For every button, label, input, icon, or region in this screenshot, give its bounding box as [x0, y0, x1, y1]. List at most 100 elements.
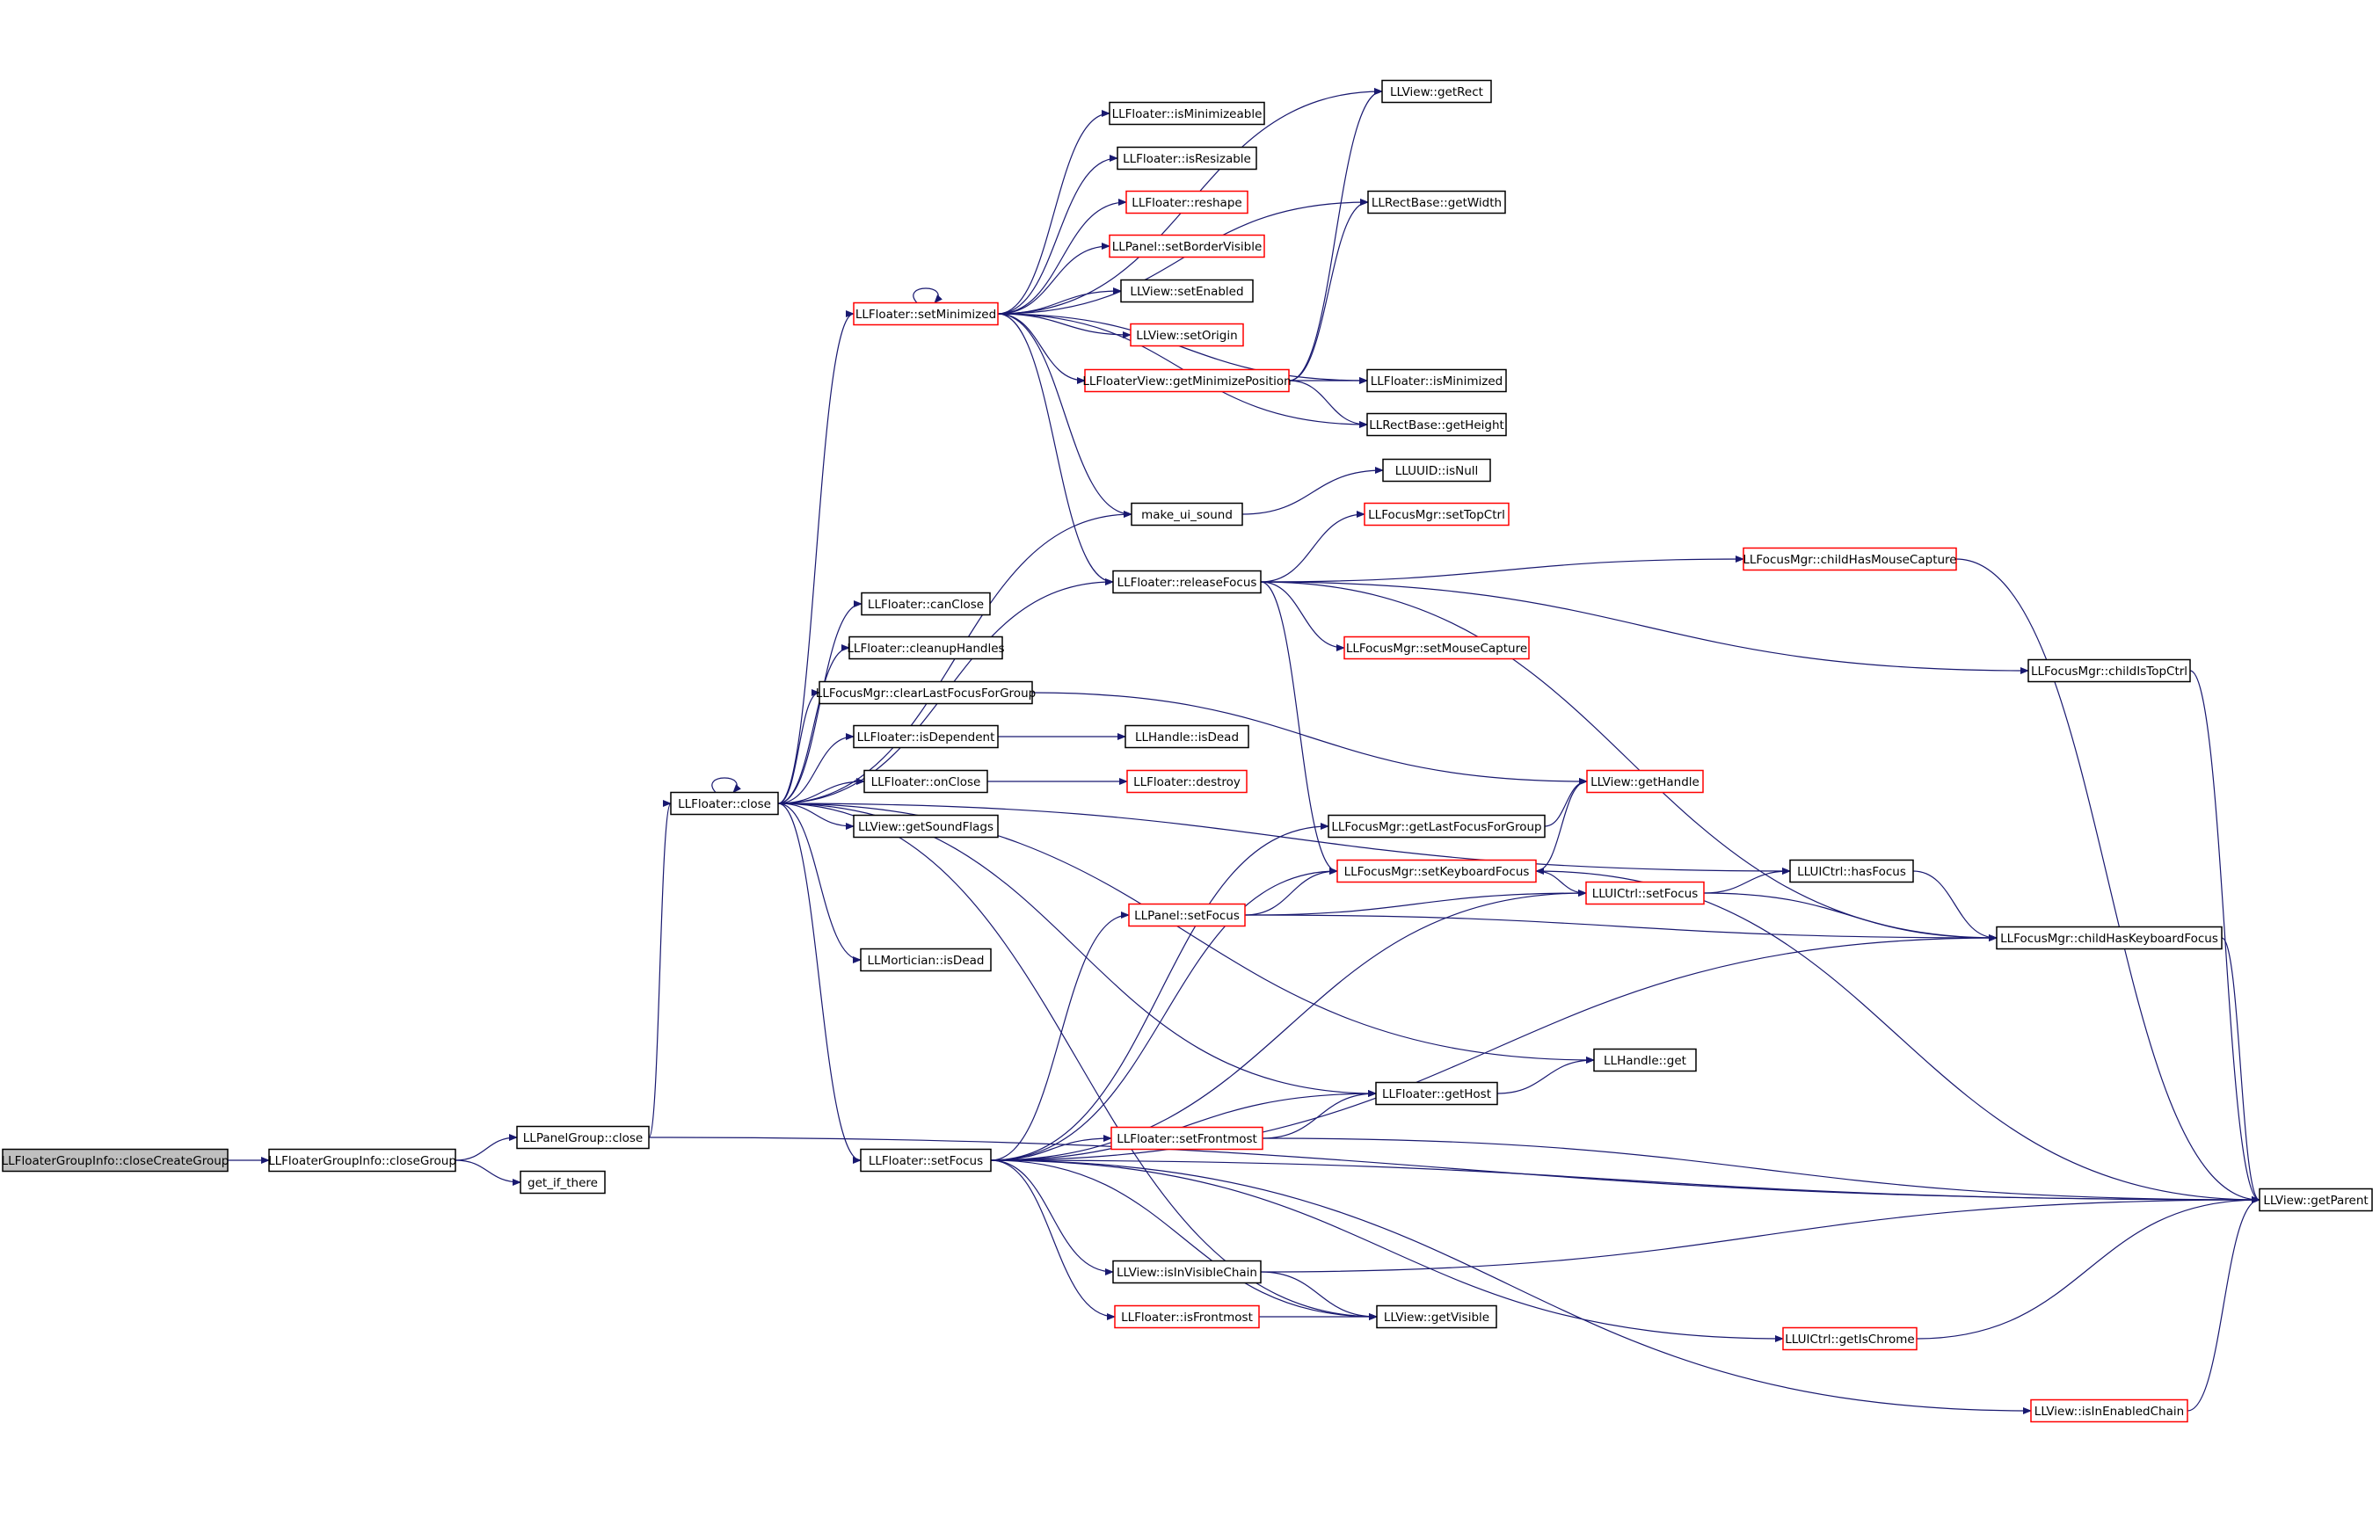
node-box[interactable]	[1112, 1260, 1262, 1284]
node-child-has-keyboard-focus[interactable]: LLFocusMgr::childHasKeyboardFocus	[1996, 926, 2223, 950]
node-box[interactable]	[520, 1170, 606, 1195]
node-child-has-mouse-capture[interactable]: LLFocusMgr::childHasMouseCapture	[1743, 547, 1957, 571]
node-cleanup-handles[interactable]: LLFloater::cleanupHandles	[847, 636, 1005, 660]
node-make-ui-sound[interactable]: make_ui_sound	[1131, 502, 1243, 527]
node-box[interactable]	[1343, 636, 1530, 660]
node-get-is-chrome[interactable]: LLUICtrl::getIsChrome	[1782, 1326, 1918, 1351]
node-box[interactable]	[1996, 926, 2223, 950]
node-get-sound-flags[interactable]: LLView::getSoundFlags	[853, 814, 999, 839]
node-box[interactable]	[819, 680, 1033, 705]
node-box[interactable]	[1128, 903, 1246, 927]
node-box[interactable]	[853, 724, 999, 749]
node-box[interactable]	[1124, 724, 1249, 749]
node-set-origin[interactable]: LLView::setOrigin	[1130, 323, 1244, 347]
node-box[interactable]	[1126, 769, 1248, 794]
node-box[interactable]	[1376, 1304, 1497, 1329]
node-handle-get[interactable]: LLHandle::get	[1593, 1048, 1697, 1072]
node-get-host[interactable]: LLFloater::getHost	[1375, 1081, 1498, 1106]
node-box[interactable]	[863, 769, 988, 794]
node-box[interactable]	[1336, 859, 1537, 883]
node-box[interactable]	[1585, 881, 1705, 905]
node-box[interactable]	[1130, 323, 1244, 347]
node-is-in-visible-chain[interactable]: LLView::isInVisibleChain	[1112, 1260, 1262, 1284]
node-destroy[interactable]: LLFloater::destroy	[1126, 769, 1248, 794]
node-box[interactable]	[1743, 547, 1957, 571]
node-box[interactable]	[1110, 1126, 1263, 1151]
node-is-resizable[interactable]: LLFloater::isResizable	[1117, 146, 1257, 171]
node-set-mouse-capture[interactable]: LLFocusMgr::setMouseCapture	[1343, 636, 1530, 660]
node-box[interactable]	[1382, 458, 1491, 483]
node-panel-set-focus[interactable]: LLPanel::setFocus	[1128, 903, 1246, 927]
node-box[interactable]	[1375, 1081, 1498, 1106]
node-box[interactable]	[1364, 502, 1510, 527]
node-box[interactable]	[268, 1148, 456, 1173]
node-box[interactable]	[1109, 101, 1265, 126]
node-set-border-visible[interactable]: LLPanel::setBorderVisible	[1109, 234, 1265, 258]
node-box[interactable]	[853, 814, 999, 839]
node-set-enabled[interactable]: LLView::setEnabled	[1120, 279, 1254, 303]
node-box[interactable]	[1366, 412, 1507, 437]
node-box[interactable]	[1367, 190, 1506, 214]
node-release-focus[interactable]: LLFloater::releaseFocus	[1112, 570, 1262, 594]
node-ui-ctrl-set-focus[interactable]: LLUICtrl::setFocus	[1585, 881, 1705, 905]
node-box[interactable]	[853, 301, 999, 326]
node-box[interactable]	[848, 636, 1003, 660]
node-on-close[interactable]: LLFloater::onClose	[863, 769, 988, 794]
node-close-create-group[interactable]: LLFloaterGroupInfo::closeCreateGroup	[2, 1148, 229, 1173]
node-set-frontmost[interactable]: LLFloater::setFrontmost	[1110, 1126, 1263, 1151]
node-get-visible[interactable]: LLView::getVisible	[1376, 1304, 1497, 1329]
node-box[interactable]	[2027, 658, 2191, 683]
node-is-minimizeable[interactable]: LLFloater::isMinimizeable	[1109, 101, 1265, 126]
node-is-dependent[interactable]: LLFloater::isDependent	[853, 724, 999, 749]
node-box[interactable]	[1593, 1048, 1697, 1072]
node-box[interactable]	[2030, 1398, 2188, 1423]
node-floater-close[interactable]: LLFloater::close	[670, 791, 779, 816]
node-is-frontmost[interactable]: LLFloater::isFrontmost	[1114, 1304, 1260, 1329]
node-box[interactable]	[1131, 502, 1243, 527]
node-box[interactable]	[1366, 368, 1507, 393]
node-set-keyboard-focus[interactable]: LLFocusMgr::setKeyboardFocus	[1336, 859, 1537, 883]
node-get-handle[interactable]: LLView::getHandle	[1586, 769, 1704, 794]
node-is-null[interactable]: LLUUID::isNull	[1382, 458, 1491, 483]
node-box[interactable]	[1381, 79, 1492, 104]
node-box[interactable]	[1114, 1304, 1260, 1329]
node-box[interactable]	[516, 1125, 650, 1150]
node-box[interactable]	[2259, 1188, 2373, 1212]
node-box[interactable]	[1109, 234, 1265, 258]
node-box[interactable]	[1586, 769, 1704, 794]
node-box[interactable]	[860, 948, 992, 972]
node-box[interactable]	[1117, 146, 1257, 171]
node-handle-is-dead[interactable]: LLHandle::isDead	[1124, 724, 1249, 749]
node-get-height[interactable]: LLRectBase::getHeight	[1366, 412, 1507, 437]
node-box[interactable]	[1084, 368, 1290, 393]
node-has-focus[interactable]: LLUICtrl::hasFocus	[1789, 859, 1914, 883]
node-get-last-focus-for-group[interactable]: LLFocusMgr::getLastFocusForGroup	[1328, 814, 1546, 839]
node-box[interactable]	[1789, 859, 1914, 883]
node-box[interactable]	[2, 1148, 229, 1173]
node-box[interactable]	[670, 791, 779, 816]
node-floater-set-focus[interactable]: LLFloater::setFocus	[860, 1148, 992, 1173]
node-clear-last-focus[interactable]: LLFocusMgr::clearLastFocusForGroup	[816, 680, 1036, 705]
node-box[interactable]	[1120, 279, 1254, 303]
node-box[interactable]	[861, 592, 991, 616]
node-set-minimized[interactable]: LLFloater::setMinimized	[853, 301, 999, 326]
node-box[interactable]	[1112, 570, 1262, 594]
node-get-if-there[interactable]: get_if_there	[520, 1170, 606, 1195]
node-is-minimized[interactable]: LLFloater::isMinimized	[1366, 368, 1507, 393]
node-set-top-ctrl[interactable]: LLFocusMgr::setTopCtrl	[1364, 502, 1510, 527]
node-box[interactable]	[1782, 1326, 1918, 1351]
node-box[interactable]	[1125, 190, 1248, 214]
node-reshape[interactable]: LLFloater::reshape	[1125, 190, 1248, 214]
node-child-is-top-ctrl[interactable]: LLFocusMgr::childIsTopCtrl	[2027, 658, 2191, 683]
node-get-parent[interactable]: LLView::getParent	[2259, 1188, 2373, 1212]
node-can-close[interactable]: LLFloater::canClose	[861, 592, 991, 616]
node-panel-group-close[interactable]: LLPanelGroup::close	[516, 1125, 650, 1150]
node-close-group[interactable]: LLFloaterGroupInfo::closeGroup	[268, 1148, 456, 1173]
node-box[interactable]	[1328, 814, 1546, 839]
node-is-in-enabled-chain[interactable]: LLView::isInEnabledChain	[2030, 1398, 2188, 1423]
node-mortician-is-dead[interactable]: LLMortician::isDead	[860, 948, 992, 972]
node-box[interactable]	[860, 1148, 992, 1173]
node-get-minimize-position[interactable]: LLFloaterView::getMinimizePosition	[1082, 368, 1292, 393]
node-get-rect[interactable]: LLView::getRect	[1381, 79, 1492, 104]
node-get-width[interactable]: LLRectBase::getWidth	[1367, 190, 1506, 214]
